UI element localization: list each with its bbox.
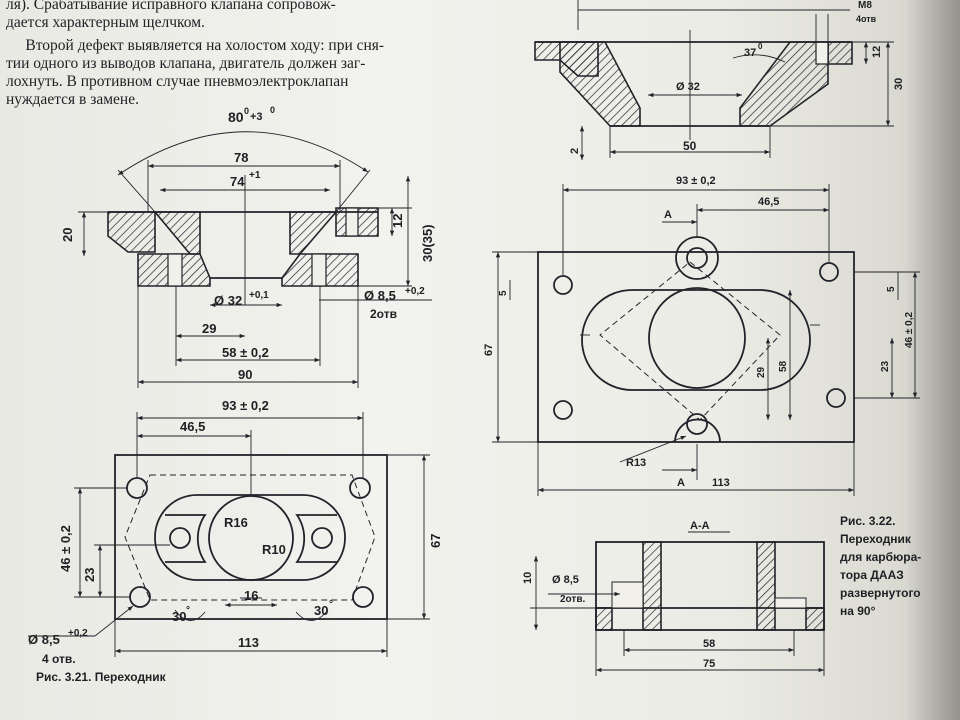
- left-plan-view: 93 ± 0,2 46,5 R16 R10 46 ± 0,2 23 67 16 …: [28, 398, 443, 666]
- svg-text:2отв: 2отв: [370, 307, 397, 321]
- left-section-view: 80 0 +3 0 78 74 +1 20 12 30(35) Ø 32 +0,…: [60, 105, 435, 388]
- dim-30-35: 30(35): [420, 224, 435, 262]
- paragraph-top: ля). Срабатывание исправного клапана соп…: [6, 0, 336, 31]
- dim-113: 113: [238, 635, 259, 650]
- svg-text:5: 5: [886, 286, 897, 292]
- angle-37: 37: [744, 47, 756, 59]
- dim-46: 46 ± 0,2: [904, 311, 915, 348]
- dim-10: 10: [522, 572, 534, 584]
- dim-23: 23: [880, 360, 891, 372]
- svg-text:+0,2: +0,2: [405, 286, 425, 297]
- section-a-a-view: А-А 10 Ø 8,5 2отв. 58 75: [522, 520, 825, 676]
- svg-text:+0,1: +0,1: [249, 290, 269, 301]
- section-mark-a-top: А: [664, 209, 672, 221]
- svg-text:5: 5: [498, 290, 509, 296]
- thread-m8: M8: [858, 0, 872, 11]
- dim-58: 58 ± 0,2: [222, 345, 269, 360]
- dim-23: 23: [82, 568, 97, 582]
- dim-67: 67: [483, 344, 495, 356]
- svg-text:+0,2: +0,2: [68, 628, 88, 639]
- section-mark-a-bottom: А: [677, 477, 685, 489]
- svg-text:+1: +1: [249, 170, 261, 181]
- dia-8-5: Ø 8,5: [552, 574, 579, 586]
- dim-16: 16: [244, 588, 258, 603]
- radius-16: R16: [224, 515, 248, 530]
- figure-caption-3-22: Рис. 3.22. Переходник для карбюра- тора …: [840, 514, 922, 618]
- figure-caption-3-21: Рис. 3.21. Переходник: [36, 670, 166, 684]
- radius-10: R10: [262, 542, 286, 557]
- svg-text:4отв: 4отв: [856, 14, 877, 24]
- dim-50: 50: [683, 139, 697, 153]
- dim-20: 20: [60, 228, 75, 242]
- dim-12: 12: [871, 46, 883, 58]
- svg-text:0: 0: [270, 105, 275, 115]
- dim-75: 75: [703, 658, 715, 670]
- right-plan-view: 93 ± 0,2 46,5 А А 67 5 5 46 ± 0,2 23 29 …: [483, 175, 920, 496]
- dia-8-5: Ø 8,5: [364, 288, 396, 303]
- dim-90: 90: [238, 367, 252, 382]
- dim-58: 58: [778, 360, 789, 372]
- dia-32: Ø 32: [214, 293, 242, 308]
- radius-13: R13: [626, 457, 646, 469]
- svg-text:2отв.: 2отв.: [560, 594, 585, 605]
- dim-74: 74: [230, 174, 245, 189]
- svg-text:4 отв.: 4 отв.: [42, 652, 76, 666]
- dim-29: 29: [756, 366, 767, 378]
- dia-32: Ø 32: [676, 81, 700, 93]
- angle-30-left: 30: [172, 609, 186, 624]
- paragraph-defect: Второй дефект выявляется на холостом ход…: [6, 37, 385, 108]
- dim-2: 2: [569, 148, 581, 154]
- section-title-a-a: А-А: [690, 520, 710, 532]
- dim-78: 78: [234, 150, 248, 165]
- angle-label: 80: [228, 109, 244, 125]
- dia-8-5-holes: Ø 8,5: [28, 632, 60, 647]
- dim-93: 93 ± 0,2: [676, 175, 716, 187]
- svg-text:°: °: [329, 599, 333, 610]
- dim-67: 67: [428, 534, 443, 548]
- dim-46-5: 46,5: [758, 196, 779, 208]
- svg-text:+3: +3: [250, 111, 263, 123]
- svg-text:0: 0: [244, 106, 249, 116]
- dim-29: 29: [202, 321, 216, 336]
- dim-46-5: 46,5: [180, 419, 205, 434]
- dim-113: 113: [712, 477, 730, 489]
- dim-58: 58: [703, 638, 715, 650]
- dim-12: 12: [390, 214, 405, 228]
- angle-30-right: 30: [314, 603, 328, 618]
- dim-30: 30: [893, 78, 905, 90]
- dim-46: 46 ± 0,2: [58, 525, 73, 572]
- svg-text:°: °: [186, 605, 190, 616]
- dim-93: 93 ± 0,2: [222, 398, 269, 413]
- right-section-view: M8 4отв 12 30 37 0 Ø 32 2 50: [534, 0, 905, 160]
- svg-text:0: 0: [758, 42, 763, 51]
